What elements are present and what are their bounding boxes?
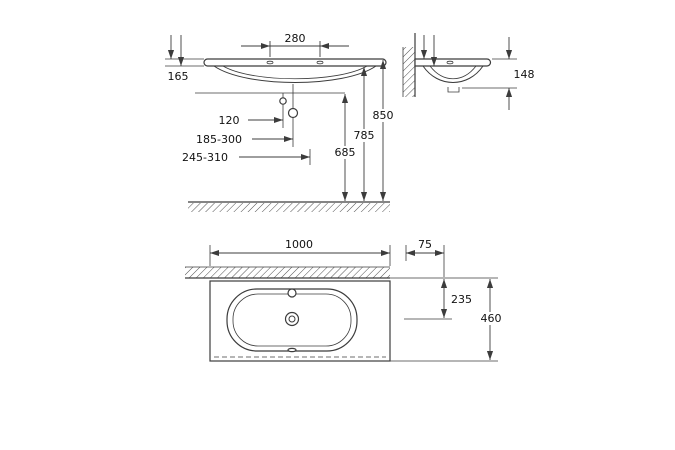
drain-circle-outer — [284, 311, 300, 327]
basin-front-deck-outline — [203, 58, 387, 67]
front-elevation-view: 280 165 120 185-300 — [165, 32, 397, 212]
dim-label-185-300: 185-300 — [196, 133, 242, 146]
dim-75: 75 — [405, 238, 445, 277]
dim-460: 460 — [477, 279, 505, 360]
plan-wall-hatch — [185, 266, 498, 279]
dim-label-460: 460 — [481, 312, 502, 325]
tap-hole-circle — [287, 288, 297, 298]
mounting-holes — [195, 84, 345, 147]
basin-side-bowl-inner — [429, 65, 477, 80]
dim-120: 120 — [219, 114, 283, 127]
basin-front-bowl-inner — [222, 65, 368, 80]
dim-785: 785 — [350, 67, 378, 201]
dim-label-1000: 1000 — [285, 238, 313, 251]
fixing-hole-small — [279, 97, 287, 105]
drain-stub — [447, 87, 460, 93]
dim-685: 685 — [331, 94, 359, 201]
dim-label-148: 148 — [514, 68, 535, 81]
dim-label-165: 165 — [168, 70, 189, 83]
dim-label-785: 785 — [354, 129, 375, 142]
ground-hatch — [188, 201, 390, 212]
dim-850: 850 — [369, 60, 397, 201]
deck-hole-right — [316, 60, 324, 65]
drain-circle-inner — [288, 315, 296, 323]
dim-label-245-310: 245-310 — [182, 151, 228, 164]
dim-label-120: 120 — [219, 114, 240, 127]
dim-label-850: 850 — [373, 109, 394, 122]
dim-165: 165 — [165, 35, 204, 83]
plan-view: 1000 75 235 460 — [185, 238, 505, 362]
dim-label-280: 280 — [285, 32, 306, 45]
fixing-hole-large — [287, 107, 299, 119]
dim-235: 235 — [440, 279, 472, 318]
side-section-view: 148 — [402, 33, 535, 110]
basin-side-bowl-outer — [422, 65, 484, 83]
dim-label-685: 685 — [335, 146, 356, 159]
dim-148: 148 — [462, 37, 535, 110]
dim-280: 280 — [241, 32, 349, 57]
deck-hole-side — [446, 60, 454, 65]
basin-front-bowl-outer — [213, 65, 377, 83]
dim-1000: 1000 — [209, 238, 391, 266]
dim-label-75: 75 — [418, 238, 432, 251]
overflow-slot — [287, 347, 297, 353]
dim-245-310: 245-310 — [182, 149, 311, 165]
dim-label-235: 235 — [451, 293, 472, 306]
deck-hole-left — [266, 60, 274, 65]
dim-185-300: 185-300 — [196, 133, 293, 146]
wall-hatch — [402, 33, 416, 97]
